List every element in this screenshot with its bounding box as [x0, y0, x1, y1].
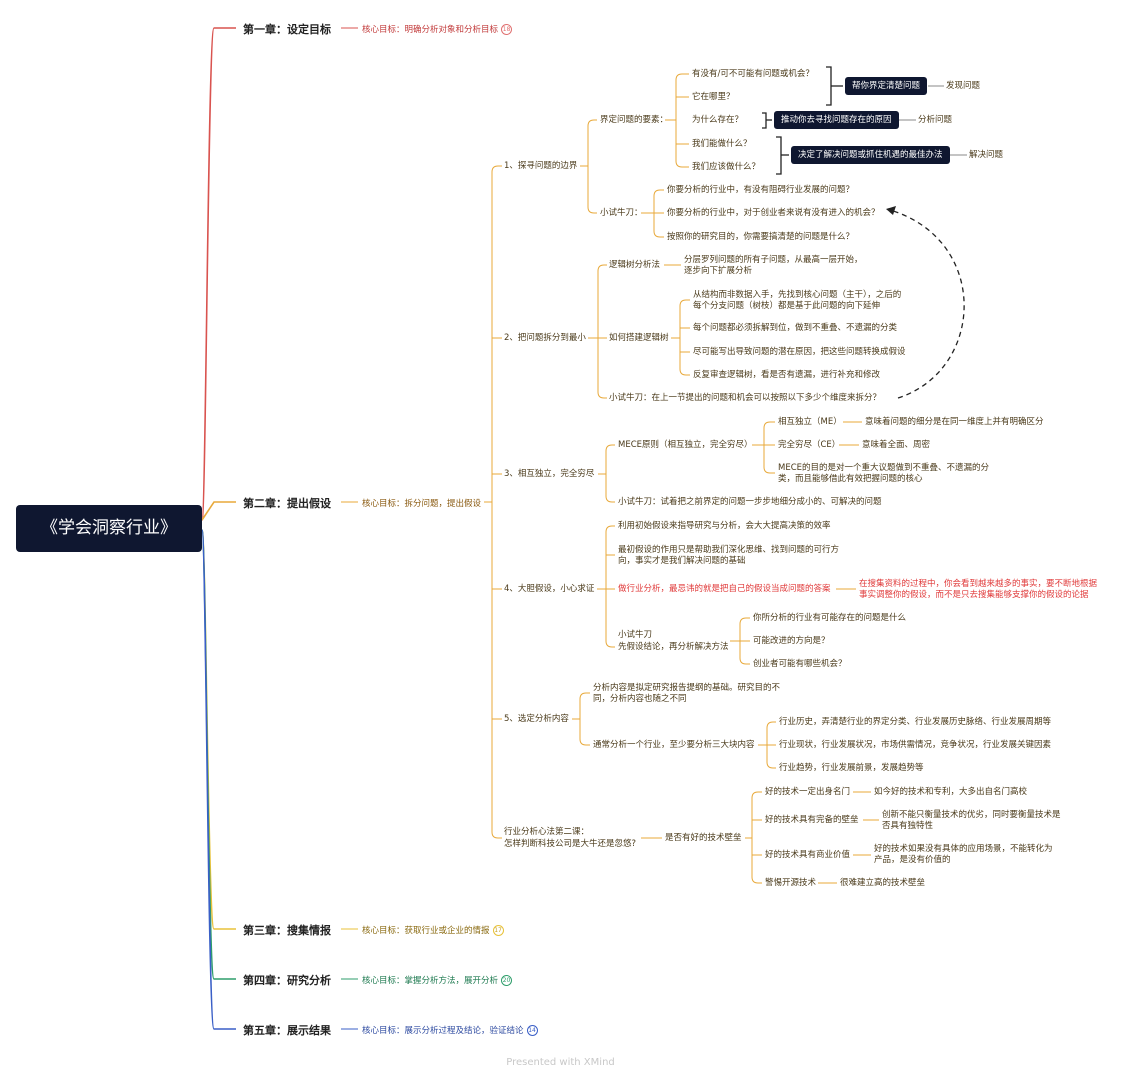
logic-tree-topic[interactable]: 逻辑树分析法 [609, 260, 661, 270]
build-step[interactable]: 反复审查逻辑树，看是否有遗漏，进行补充和修改 [693, 370, 881, 380]
try-it-subtitle[interactable]: 先假设结论，再分析解决方法 [618, 642, 729, 652]
tech-barrier-topic[interactable]: 是否有好的技术壁垒 [665, 833, 742, 843]
mece-topic[interactable]: MECE原则（相互独立，完全穷尽） [618, 440, 753, 450]
question-topic[interactable]: 我们能做什么？ [692, 139, 752, 149]
branch-ch5 [201, 529, 236, 1030]
summary-callout[interactable]: 决定了解决问题或抓住机遇的最佳办法 [791, 146, 950, 164]
section-1-title[interactable]: 1、探寻问题的边界 [504, 161, 578, 171]
try-it-topic[interactable]: 小试牛刀：试着把之前界定的问题一步步地细分成小的、可解决的问题 [618, 497, 882, 507]
question-topic[interactable]: 为什么存在？ [692, 115, 744, 125]
collapsed-count-badge[interactable]: 20 [501, 975, 513, 986]
try-it-item[interactable]: 可能改进的方向是？ [753, 636, 830, 646]
ce-desc[interactable]: 意味着全面、周密 [862, 440, 931, 450]
tech-criterion-desc[interactable]: 如今好的技术和专利，大多出自名门高校 [874, 787, 1028, 797]
content-trend[interactable]: 行业趋势，行业发展前景，发展趋势等 [779, 763, 924, 773]
section-3-title[interactable]: 3、相互独立，完全穷尽 [504, 469, 595, 479]
question-topic[interactable]: 它在哪里？ [692, 92, 735, 102]
root-topic[interactable]: 《学会洞察行业》 [16, 505, 202, 552]
me-topic[interactable]: 相互独立（ME） [778, 417, 842, 427]
try-it-item[interactable]: 创业者可能有哪些机会？ [753, 659, 847, 669]
build-step[interactable]: 每个问题都必须拆解到位，做到不重叠、不遗漏的分类 [693, 323, 898, 333]
collapsed-count-badge[interactable]: 17 [492, 925, 504, 936]
tech-criterion[interactable]: 警惕开源技术 [765, 878, 817, 888]
tech-criterion[interactable]: 好的技术一定出身名门 [765, 787, 851, 797]
chapter-2-goal[interactable]: 核心目标：拆分问题，提出假设 [362, 499, 482, 509]
logic-tree-desc[interactable]: 分层罗列问题的所有子问题，从最高一层开始，逐步向下扩展分析 [684, 255, 863, 276]
lesson-title[interactable]: 行业分析心法第二课： [504, 827, 590, 837]
build-step[interactable]: 从结构而非数据入手，先找到核心问题（主干），之后的每个分支问题（树枝）都是基于此… [693, 290, 902, 311]
build-step[interactable]: 尽可能写出导致问题的潜在原因，把这些问题转换成假设 [693, 347, 906, 357]
try-it-item[interactable]: 你要分析的行业中，有没有阻碍行业发展的问题？ [667, 185, 855, 195]
summary-result[interactable]: 解决问题 [969, 150, 1004, 160]
question-topic[interactable]: 有没有/可不可能有问题或机会？ [692, 69, 814, 79]
mece-purpose[interactable]: MECE的目的是对一个重大议题做到不重叠、不遗漏的分类，而且能够借此有效把握问题… [778, 463, 990, 484]
collapsed-count-badge[interactable]: 14 [526, 1025, 538, 1036]
try-it-item[interactable]: 你所分析的行业有可能存在的问题是什么 [753, 613, 907, 623]
collapsed-count-badge[interactable]: 18 [501, 24, 513, 35]
tech-criterion-desc[interactable]: 很难建立高的技术壁垒 [840, 878, 926, 888]
tech-criterion-desc[interactable]: 好的技术如果没有具体的应用场景，不能转化为产品，是没有价值的 [874, 844, 1053, 865]
section-2-title[interactable]: 2、把问题拆分到最小 [504, 333, 586, 343]
hypothesis-warning-desc[interactable]: 在搜集资料的过程中，你会看到越来越多的事实，要不断地根据事实调整你的假设，而不是… [859, 579, 1098, 600]
question-topic[interactable]: 我们应该做什么？ [692, 162, 761, 172]
try-it-topic[interactable]: 小试牛刀：在上一节提出的问题和机会可以按照以下多少个维度来拆分？ [609, 393, 882, 403]
hypothesis-item[interactable]: 利用初始假设来指导研究与分析，会大大提高决策的效率 [618, 521, 831, 531]
hypothesis-item[interactable]: 最初假设的作用只是帮助我们深化思维、找到问题的可行方向，事实才是我们解决问题的基… [618, 545, 840, 566]
content-status[interactable]: 行业现状，行业发展状况，市场供需情况，竞争状况，行业发展关键因素 [779, 740, 1052, 750]
try-it-topic[interactable]: 小试牛刀 [618, 630, 653, 640]
chapter-5-title[interactable]: 第五章：展示结果 [243, 1024, 331, 1037]
tech-criterion-desc[interactable]: 创新不能只衡量技术的优劣，同时要衡量技术是否具有独特性 [882, 810, 1061, 831]
section-4-title[interactable]: 4、大胆假设，小心求证 [504, 584, 595, 594]
ce-topic[interactable]: 完全穷尽（CE） [778, 440, 841, 450]
content-three-parts[interactable]: 通常分析一个行业，至少要分析三大块内容 [593, 740, 755, 750]
section-5-title[interactable]: 5、选定分析内容 [504, 714, 569, 724]
try-it-topic[interactable]: 小试牛刀： [600, 208, 643, 218]
summary-callout[interactable]: 帮你界定清楚问题 [845, 77, 928, 95]
try-it-item[interactable]: 你要分析的行业中，对于创业者来说有没有进入的机会？ [667, 208, 880, 218]
chapter-4-title[interactable]: 第四章：研究分析 [243, 974, 331, 987]
hypothesis-warning[interactable]: 做行业分析，最忌讳的就是把自己的假设当成问题的答案 [618, 584, 831, 594]
chapter-2-title[interactable]: 第二章：提出假设 [243, 497, 331, 510]
footer-watermark: Presented with XMind [506, 1057, 615, 1068]
try-it-item[interactable]: 按照你的研究目的，你需要搞清楚的问题是什么？ [667, 232, 855, 242]
content-basis[interactable]: 分析内容是拟定研究报告提纲的基础。研究目的不同，分析内容也随之不同 [593, 683, 781, 704]
tech-criterion[interactable]: 好的技术具有商业价值 [765, 850, 851, 860]
chapter-1-title[interactable]: 第一章：设定目标 [243, 23, 331, 36]
summary-callout[interactable]: 推动你去寻找问题存在的原因 [774, 111, 899, 129]
me-desc[interactable]: 意味着问题的细分是在同一维度上并有明确区分 [865, 417, 1044, 427]
summary-result[interactable]: 分析问题 [918, 115, 953, 125]
build-tree-topic[interactable]: 如何搭建逻辑树 [609, 333, 669, 343]
define-elements-topic[interactable]: 界定问题的要素： [600, 115, 669, 125]
content-history[interactable]: 行业历史，弄清楚行业的界定分类、行业发展历史脉络、行业发展周期等 [779, 717, 1052, 727]
tech-criterion[interactable]: 好的技术具有完备的壁垒 [765, 815, 859, 825]
summary-result[interactable]: 发现问题 [946, 81, 981, 91]
lesson-subtitle[interactable]: 怎样判断科技公司是大牛还是忽悠? [504, 839, 637, 849]
branch-ch1 [201, 27, 236, 521]
branch-ch2 [201, 501, 236, 521]
chapter-3-title[interactable]: 第三章：搜集情报 [243, 924, 331, 937]
